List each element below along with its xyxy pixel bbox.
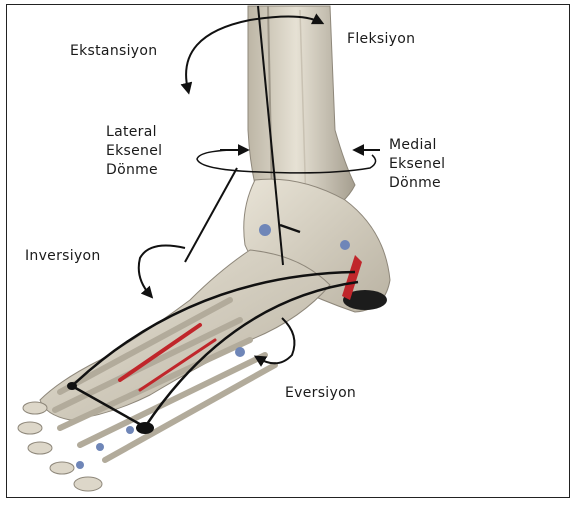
label-eversiyon: Eversiyon (285, 384, 356, 402)
lateral-line-2: Eksenel (106, 142, 162, 161)
foot-bones (18, 250, 330, 491)
label-lateral-rotation: Lateral Eksenel Dönme (106, 123, 162, 180)
label-medial-rotation: Medial Eksenel Dönme (389, 136, 445, 193)
medial-line-2: Eksenel (389, 155, 445, 174)
label-ekstansiyon: Ekstansiyon (70, 42, 157, 60)
label-fleksiyon: Fleksiyon (347, 30, 415, 48)
medial-line-3: Dönme (389, 174, 445, 193)
axial-line (185, 168, 237, 262)
inversion-arrow (139, 246, 185, 295)
medial-line-1: Medial (389, 136, 445, 155)
lateral-line-3: Dönme (106, 161, 162, 180)
label-inversiyon: Inversiyon (25, 247, 101, 265)
lateral-line-1: Lateral (106, 123, 162, 142)
